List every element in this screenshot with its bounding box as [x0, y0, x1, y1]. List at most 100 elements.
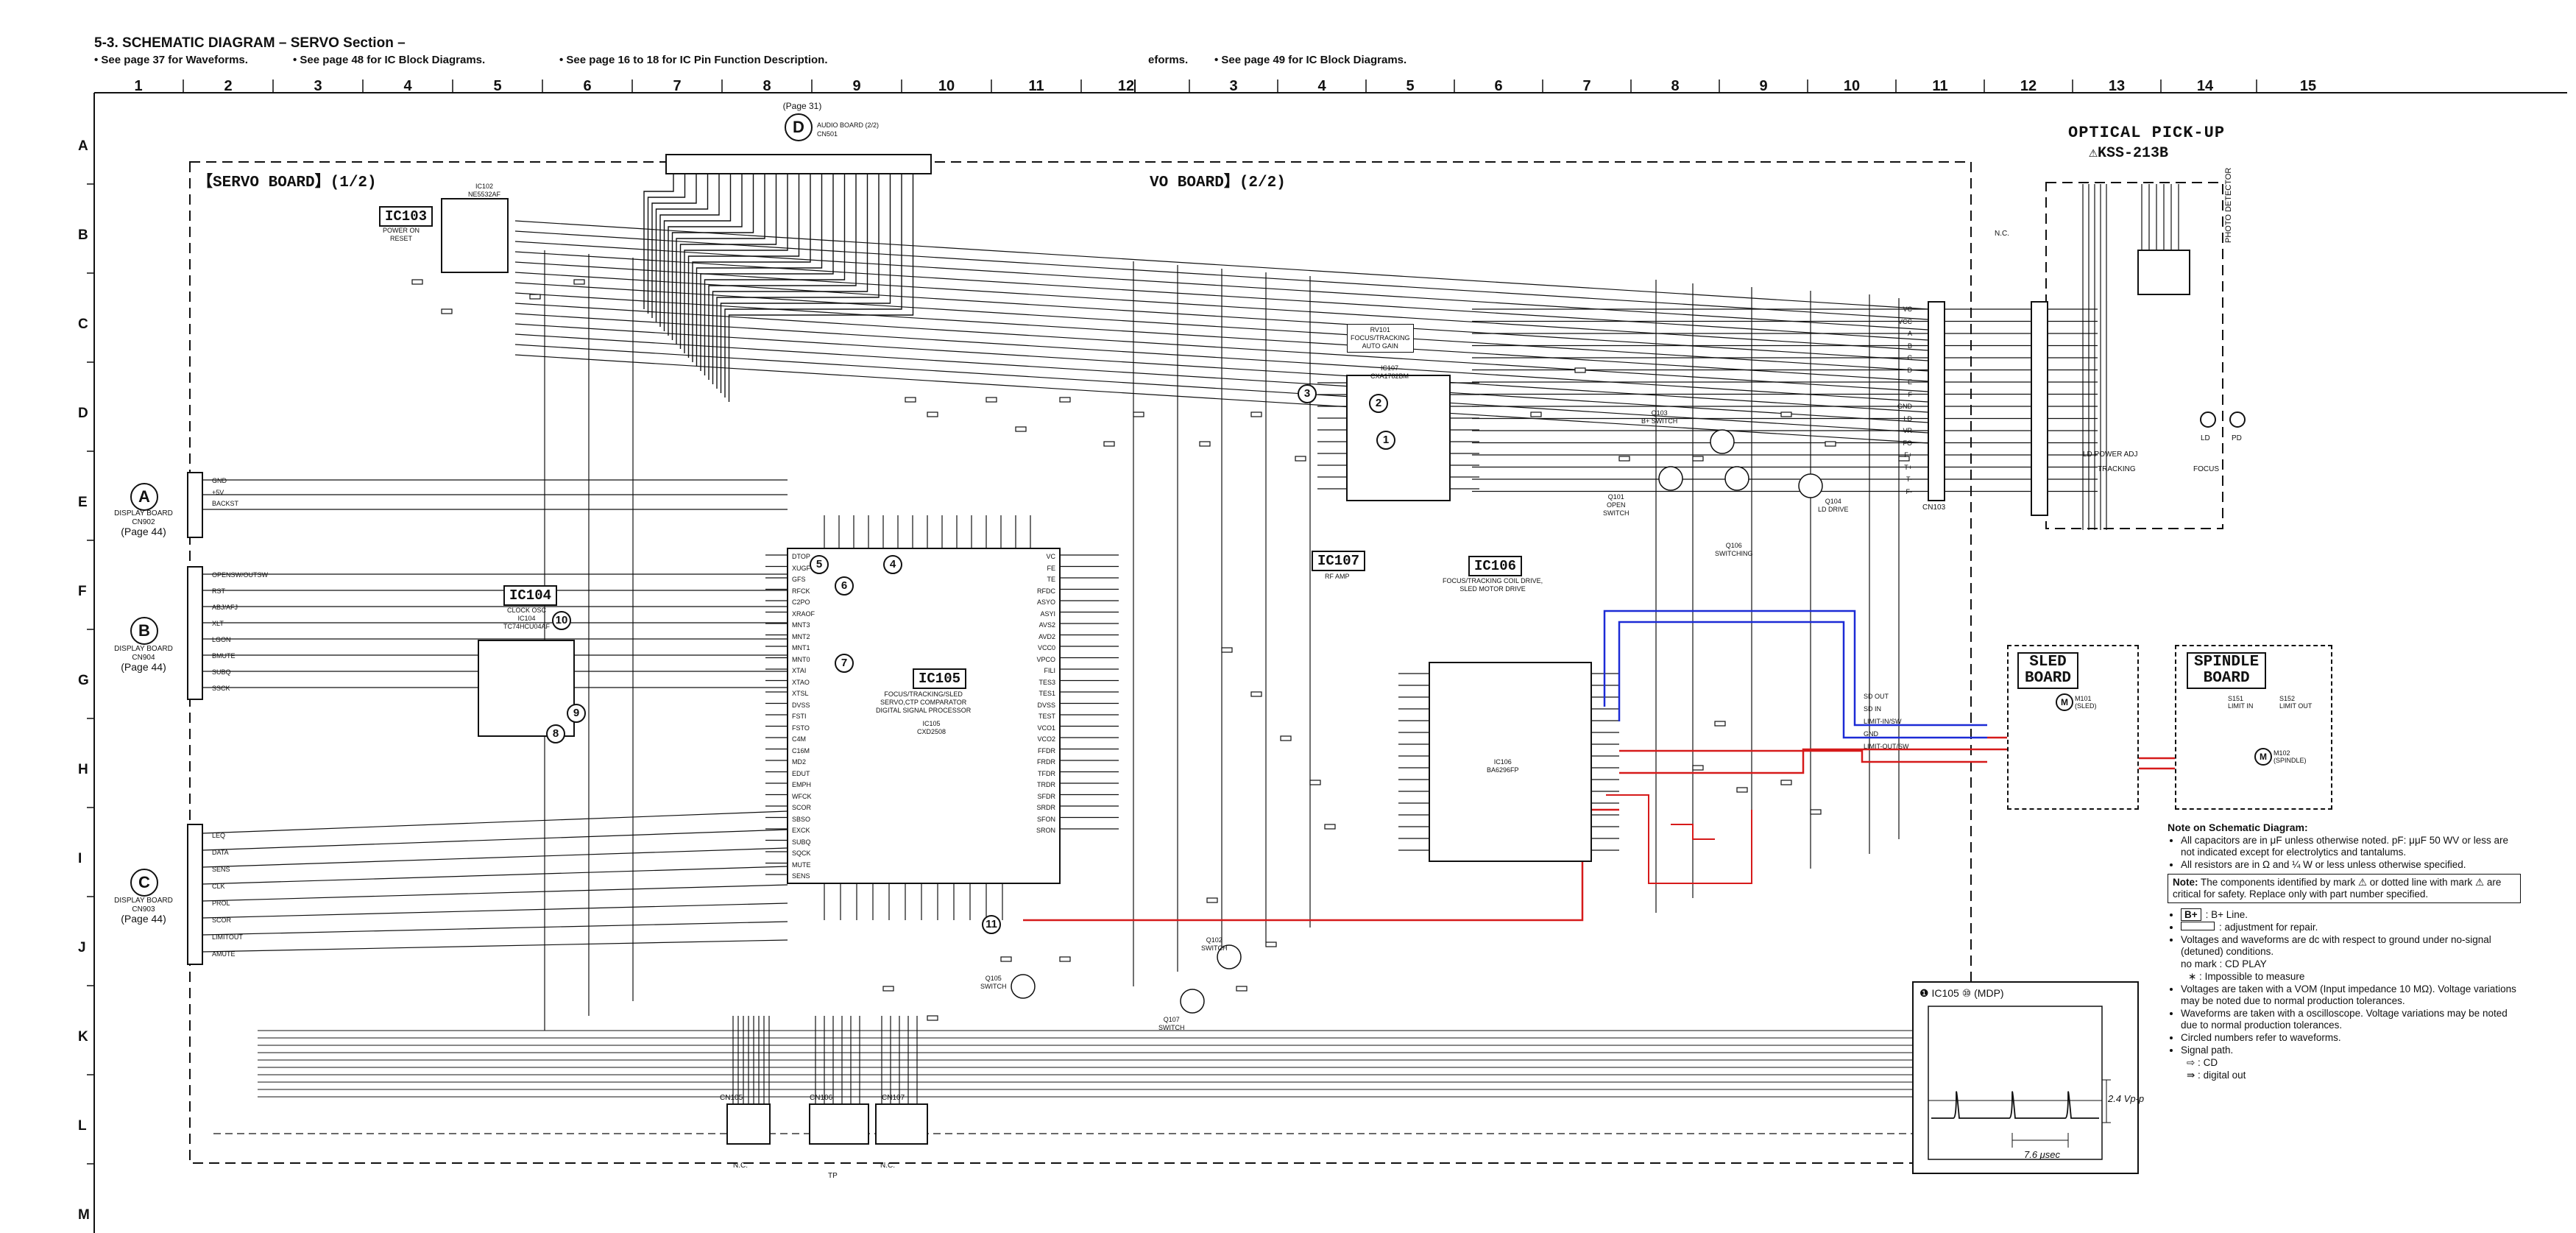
passive-component	[1780, 411, 1792, 417]
q104-label: Q104 LD DRIVE	[1818, 498, 1849, 513]
connector-a-badge: A	[130, 483, 158, 511]
waveform-ref-6: 6	[835, 576, 854, 596]
q103-label: Q103 B+ SWITCH	[1641, 409, 1678, 425]
note-item: no mark : CD PLAY	[2181, 958, 2267, 969]
ic106-label: IC106	[1468, 556, 1523, 576]
ic105-pin-label: XUGF	[792, 564, 811, 572]
ic105-pin-label: MNT0	[792, 655, 810, 663]
note-item: ⇨ : CD	[2187, 1057, 2218, 1068]
connector-c-desc: DISPLAY BOARD CN903	[114, 897, 173, 914]
connector-d-page: (Page 31)	[782, 101, 822, 111]
passive-component	[1280, 735, 1292, 741]
ic103-desc: POWER ON RESET	[383, 227, 420, 242]
passive-component	[529, 294, 541, 300]
wire	[1023, 808, 1619, 922]
passive-component	[1692, 456, 1704, 462]
pin-label: ABJ/AFJ	[212, 604, 238, 611]
optical-pin-label: B	[1907, 342, 1912, 350]
ic105-pin-label: SBSO	[792, 815, 811, 823]
wire	[704, 174, 846, 375]
passive-component	[1199, 441, 1211, 447]
ic105-pin-label: TE	[1047, 576, 1055, 583]
passive-component	[1692, 765, 1704, 771]
wire	[1671, 824, 1715, 840]
optical-pin-label: T+	[1904, 463, 1912, 471]
vo-board-title: VO BOARD】(2/2)	[1150, 174, 1286, 191]
ic105-pin-label: VCO2	[1037, 735, 1055, 743]
pd-symbol	[2229, 411, 2246, 428]
passive-component	[1714, 721, 1726, 727]
wire	[712, 174, 868, 384]
note-item: Circled numbers refer to waveforms.	[2181, 1032, 2521, 1044]
schematic-notes: Note on Schematic Diagram: All capacitor…	[2168, 822, 2521, 1082]
optical-pin-label: F	[1908, 390, 1913, 398]
pin-label: LIMITOUT	[212, 933, 243, 941]
grid-col-label: 6	[583, 78, 592, 94]
ic105-pin-label: DTOP	[792, 553, 810, 560]
wire	[663, 174, 732, 331]
optical-pin-label: A	[1907, 330, 1912, 337]
wire	[202, 921, 788, 936]
ic105-pin-label: DVSS	[1037, 701, 1055, 709]
wire	[696, 174, 823, 367]
transistor-symbol	[1724, 466, 1749, 491]
wire	[720, 174, 891, 393]
ic105-pin-label: TES1	[1038, 690, 1055, 697]
connector-d-header	[665, 154, 932, 174]
wire	[202, 829, 788, 851]
pin-label: GND	[1864, 730, 1878, 738]
ic105-part: IC105 CXD2508	[917, 720, 946, 735]
bplus-box: B+	[2181, 908, 2201, 921]
passive-component	[1618, 456, 1630, 462]
waveform-title: ❶ IC105 ⑩ (MDP)	[1919, 987, 2004, 999]
ic105-pin-label: FFDR	[1038, 746, 1055, 755]
ic105-pin-label: FSTI	[792, 713, 807, 720]
pin-label: PROL	[212, 900, 230, 907]
ic105-pin-label: TES3	[1038, 678, 1055, 686]
connector-a-desc: DISPLAY BOARD CN902	[114, 509, 173, 526]
ic105-desc: FOCUS/TRACKING/SLED SERVO,CTP COMPARATOR…	[876, 690, 972, 714]
wire	[671, 174, 754, 340]
q101-label: Q101 OPEN SWITCH	[1603, 493, 1630, 517]
optical-pin-label: C	[1907, 354, 1913, 361]
tp-nc-left: N.C.	[733, 1162, 748, 1170]
connector-a-pins: GND +5V BACKST	[212, 476, 238, 510]
servo-board-title: 【SERVO BOARD】(1/2)	[197, 174, 377, 191]
wire	[692, 174, 811, 362]
ic105-pin-label: EDUT	[792, 769, 810, 777]
notes-title: Note on Schematic Diagram:	[2168, 822, 2308, 833]
wire	[1606, 794, 1752, 884]
cn105-label: CN105	[720, 1094, 743, 1102]
spindle-board: SPINDLE BOARD S151 LIMIT IN S152 LIMIT O…	[2175, 645, 2332, 810]
passive-component	[1103, 441, 1115, 447]
grid-row-label: K	[78, 1029, 88, 1045]
optical-pin-label: LD	[1903, 414, 1912, 423]
note-item: ∗ : Impossible to measure	[2188, 971, 2305, 982]
optical-pin-label: FO	[1903, 439, 1913, 447]
ic105-pin-label: FRDR	[1037, 758, 1055, 766]
wire	[643, 174, 674, 309]
q102-label: Q102 SWITCH	[1201, 936, 1228, 952]
grid-row-label: F	[78, 584, 87, 599]
photo-detector-label: PHOTO DETECTOR	[2224, 167, 2233, 243]
adjust-symbol	[2181, 922, 2215, 930]
grid-row-label: D	[78, 406, 88, 421]
waveform-amplitude: 2.4 Vp-p	[2108, 1093, 2145, 1104]
cn105-header	[726, 1103, 771, 1145]
ic105-body	[787, 548, 1061, 884]
ic105-pin-label: VCC0	[1037, 644, 1055, 651]
note-item: All capacitors are in μF unless otherwis…	[2181, 835, 2521, 858]
ic104-label: IC104	[503, 585, 558, 606]
pin-label: CLK	[212, 883, 225, 890]
ic105-pin-label: SFDR	[1037, 792, 1056, 800]
transistor-symbol	[1217, 944, 1242, 969]
safety-note-text: The components identified by mark ⚠ or d…	[2173, 877, 2502, 900]
ld-power-adj-label: LD POWER ADJ	[2083, 451, 2138, 459]
passive-component	[882, 986, 894, 992]
s152-label: S152 LIMIT OUT	[2279, 695, 2313, 710]
note-item: All resistors are in Ω and ¼ W or less u…	[2181, 859, 2521, 871]
ic105-pin-label: SUBQ	[792, 838, 811, 846]
wire	[202, 884, 788, 902]
ic105-pin-label: SENS	[792, 872, 810, 880]
